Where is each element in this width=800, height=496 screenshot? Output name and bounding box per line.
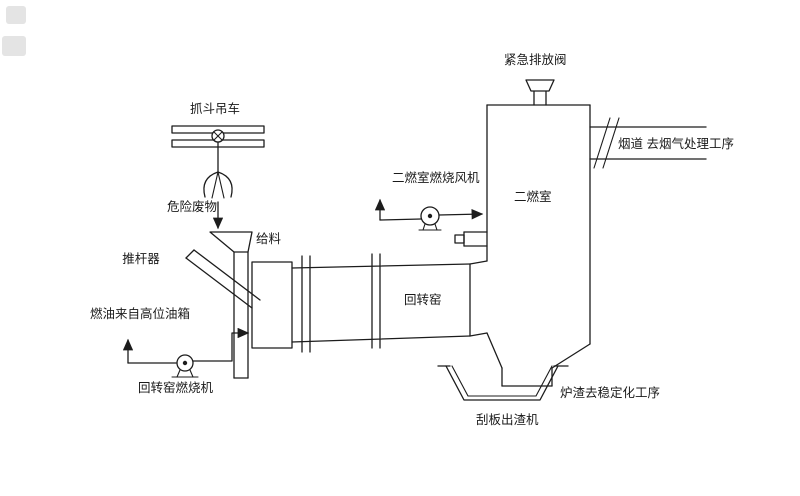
slag-scraper-unit: 刮板出渣机 [437, 365, 569, 427]
secondary-chamber-label: 二燃室 [514, 189, 552, 204]
grab-bucket-icon [203, 171, 233, 198]
chamber-funnel-right [551, 343, 591, 369]
feed-hopper [209, 231, 253, 253]
watermark [2, 6, 26, 56]
kiln-feed-head [251, 261, 293, 349]
kiln-burner-label: 回转窑燃烧机 [138, 380, 214, 395]
flue-label: 烟道 去烟气处理工序 [618, 136, 734, 151]
trolley-cross-line [213, 131, 223, 141]
rotary-kiln-label: 回转窑 [404, 292, 442, 307]
feed-hopper-unit: 给料 [209, 231, 282, 379]
crane-label: 抓斗吊车 [190, 101, 240, 116]
fan-leg [422, 223, 426, 231]
duct-break-slash [602, 117, 620, 169]
pusher-end-cap [185, 249, 195, 259]
pusher-rod [185, 257, 253, 309]
flue-duct-unit: 烟道 去烟气处理工序 [589, 117, 734, 169]
kiln-shell-top [291, 263, 471, 269]
fan-leg [434, 223, 438, 231]
pusher-unit: 推杆器 [122, 249, 261, 309]
secondary-chamber-unit: 二燃室 [454, 104, 591, 387]
pump-leg [176, 369, 181, 378]
air-pipe [379, 218, 422, 221]
pusher-label: 推杆器 [122, 252, 160, 266]
vent-cap-icon [525, 79, 555, 92]
rotary-kiln-unit: 回转窑 [251, 253, 488, 353]
scraper-label: 刮板出渣机 [476, 413, 539, 427]
emergency-valve-label: 紧急排放阀 [504, 52, 567, 67]
grab-claw-line [211, 171, 219, 199]
duct-break-slash [593, 117, 611, 169]
chamber-funnel-left [486, 332, 503, 369]
fuel-burner-unit: 燃油来自高位油箱 回转窑燃烧机 [90, 306, 250, 395]
chamber-port-cap [454, 234, 465, 244]
fan-hub [427, 213, 433, 219]
fuel-supply-label: 燃油来自高位油箱 [90, 306, 190, 321]
secondary-fan-label: 二燃室燃烧风机 [392, 170, 480, 185]
pusher-rod [193, 249, 261, 301]
kiln-chamber-joint [469, 260, 488, 265]
scraper-trough-inner [451, 365, 553, 397]
slag-destination-label: 炉渣去稳定化工序 [560, 385, 660, 400]
burner-pump-hub [182, 360, 188, 366]
watermark-mark [2, 36, 26, 56]
emergency-vent-unit: 紧急排放阀 [504, 52, 567, 106]
grab-crane-unit: 抓斗吊车 [171, 101, 265, 199]
kiln-chamber-joint [469, 332, 488, 337]
air-to-chamber-arrow [438, 209, 484, 220]
hazardous-waste-label: 危险废物 [167, 199, 217, 214]
kiln-shell-bottom [291, 335, 471, 343]
grab-claw-line [217, 171, 225, 199]
scraper-trough-outer [445, 365, 559, 401]
pump-leg [189, 369, 194, 378]
combustion-fan-unit: 二燃室燃烧风机 [374, 170, 484, 231]
fuel-to-kiln-arrow [192, 327, 250, 362]
watermark-mark [6, 6, 26, 24]
feed-label: 给料 [256, 232, 282, 246]
